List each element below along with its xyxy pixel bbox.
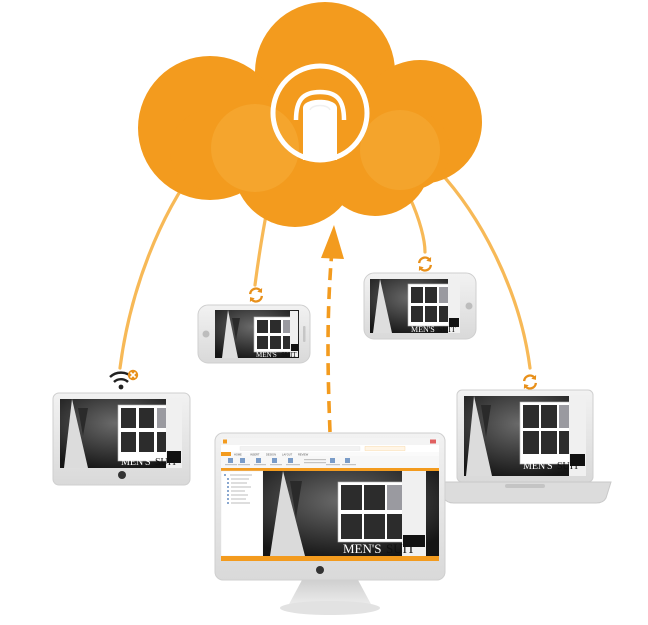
browser-tab[interactable]: DESIGN — [266, 452, 276, 456]
connector-tablet — [408, 196, 427, 254]
sync-icon — [417, 255, 433, 273]
desktop-monitor-device: HOME INSERT DESIGN LAYOUT REVIEW — [214, 432, 446, 615]
tablet-screen: MEN'S SUIT — [370, 279, 460, 334]
laptop-left-screen: MEN'S SUIT — [60, 399, 182, 468]
desktop-label-left: MEN'S — [343, 541, 381, 556]
upload-arrow — [321, 225, 344, 433]
tablet-label-left: MEN'S — [411, 325, 435, 334]
phone-label-left: MEN'S — [256, 351, 277, 359]
tablet-device: MEN'S SUIT — [363, 272, 477, 340]
finger-touch-icon — [270, 63, 370, 163]
browser-tab[interactable]: INSERT — [250, 452, 260, 456]
phone-screen: MEN'S SUIT — [215, 310, 299, 359]
tablet-label-right: SUIT — [438, 325, 456, 334]
laptop-right-screen: MEN'S SUIT — [464, 396, 586, 476]
laptop-right-device: MEN'S SUIT — [438, 389, 612, 504]
sync-icon — [522, 373, 538, 391]
laptop-left-device: MEN'S SUIT — [52, 392, 191, 486]
browser-tab[interactable]: REVIEW — [298, 452, 309, 456]
laptop-right-label-left: MEN'S — [523, 461, 553, 472]
browser-tabs: HOME INSERT DESIGN LAYOUT REVIEW — [234, 452, 309, 456]
connector-laptop-right — [436, 168, 532, 370]
laptop-left-label-right: SUIT — [155, 457, 177, 468]
laptop-right-label-right: SUIT — [557, 461, 579, 472]
phone-label-right: SUIT — [281, 351, 297, 359]
phone-device: MEN'S SUIT — [197, 304, 311, 364]
browser-tab[interactable]: LAYOUT — [282, 452, 293, 456]
sync-icon — [248, 286, 264, 304]
desktop-label-right: SUIT — [386, 541, 415, 556]
browser-tab[interactable]: HOME — [234, 452, 242, 456]
wifi-disconnected-icon — [109, 369, 139, 390]
desktop-screen: HOME INSERT DESIGN LAYOUT REVIEW — [220, 438, 439, 561]
laptop-left-label-left: MEN'S — [121, 457, 151, 468]
